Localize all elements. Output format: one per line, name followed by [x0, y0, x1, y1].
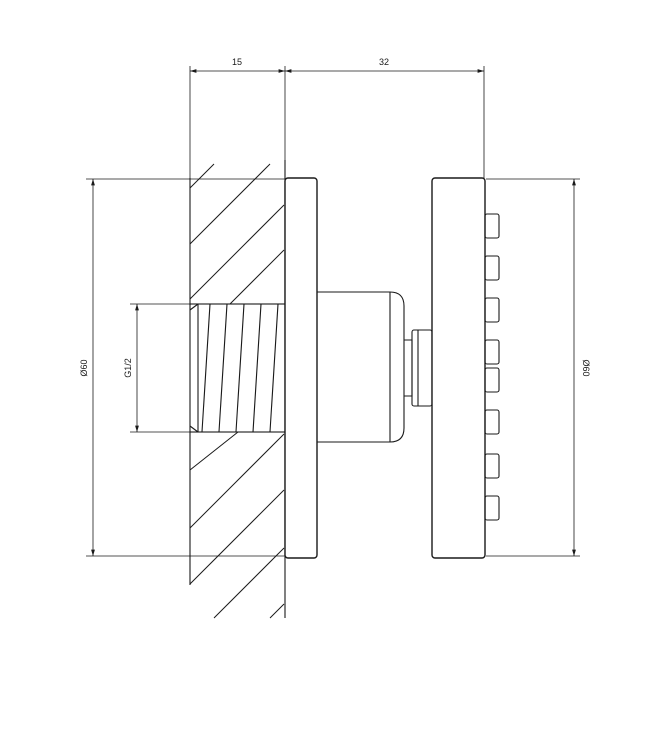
- dimension-label-15: 15: [232, 57, 242, 67]
- nozzle: [484, 409, 500, 435]
- dimension-label-diameter-right: Ø60: [581, 359, 591, 376]
- ball-joint: [404, 329, 433, 407]
- thread-chamfer-bottom: [189, 425, 199, 433]
- nozzle: [484, 495, 500, 521]
- wall-flange: [284, 177, 318, 559]
- thread-chamfer-top: [189, 303, 199, 311]
- dimension-label-diameter-left: Ø60: [79, 359, 89, 376]
- nozzle: [484, 453, 500, 479]
- nozzle: [484, 297, 500, 323]
- dimension-left-diameter: Ø60: [79, 178, 290, 557]
- dimension-top: 15 32: [189, 57, 485, 180]
- nozzle: [484, 255, 500, 281]
- nozzle-group: [484, 213, 500, 521]
- wall-hatching: [189, 163, 285, 619]
- nozzle: [484, 213, 500, 239]
- nozzle: [484, 367, 500, 393]
- dimension-label-32: 32: [379, 57, 389, 67]
- shower-head: [431, 177, 486, 559]
- nozzle: [484, 339, 500, 365]
- dimension-label-thread: G1/2: [123, 358, 133, 378]
- dimension-right-diameter: Ø60: [486, 178, 591, 557]
- thread-connector: [189, 303, 287, 433]
- arm-body: [317, 291, 405, 443]
- dimension-thread: G1/2: [123, 303, 196, 433]
